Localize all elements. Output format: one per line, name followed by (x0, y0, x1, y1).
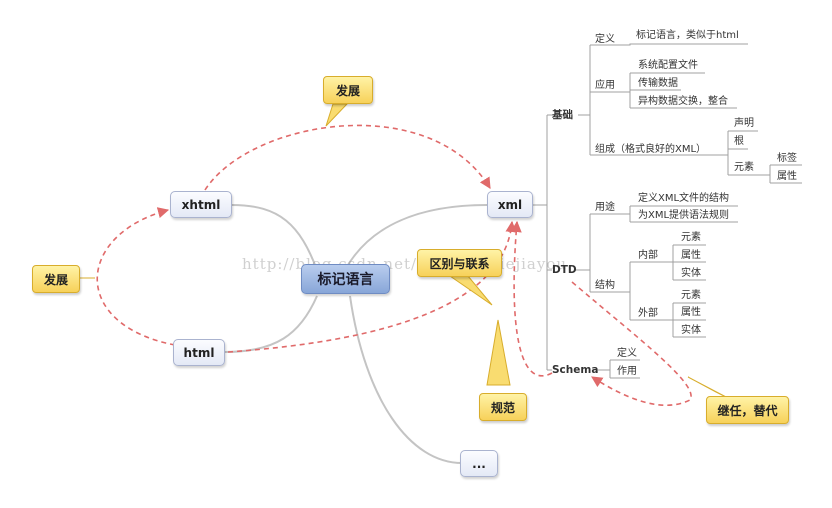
label-external[interactable]: 外部 (638, 308, 658, 319)
more-node[interactable]: ... (460, 450, 498, 477)
callout-inherit[interactable]: 继任，替代 (706, 396, 789, 424)
xhtml-node[interactable]: xhtml (170, 191, 232, 218)
label-element[interactable]: 元素 (734, 162, 754, 173)
callout-develop-left[interactable]: 发展 (32, 265, 80, 293)
label-app-config[interactable]: 系统配置文件 (638, 60, 698, 71)
label-usage-grammar[interactable]: 为XML提供语法规则 (638, 210, 730, 221)
label-usage-structure[interactable]: 定义XML文件的结构 (638, 193, 730, 204)
label-internal-entity[interactable]: 实体 (681, 268, 701, 279)
watermark: http://blog.csdn.net/zhanggaijiejiayou (242, 255, 568, 273)
label-schema-function[interactable]: 作用 (617, 366, 637, 377)
label-tag[interactable]: 标签 (777, 153, 797, 164)
callout-develop-top[interactable]: 发展 (323, 76, 373, 104)
relation-dtd-to-schema (571, 281, 692, 407)
label-application[interactable]: 应用 (595, 80, 615, 91)
label-app-transfer[interactable]: 传输数据 (638, 78, 678, 89)
label-usage[interactable]: 用途 (595, 202, 615, 213)
label-basics[interactable]: 基础 (552, 109, 573, 121)
label-schema-definition[interactable]: 定义 (617, 348, 637, 359)
label-dtd[interactable]: DTD (552, 264, 577, 276)
label-external-entity[interactable]: 实体 (681, 325, 701, 336)
label-internal-element[interactable]: 元素 (681, 232, 701, 243)
label-external-element[interactable]: 元素 (681, 290, 701, 301)
relation-html-to-xml (227, 220, 517, 353)
label-internal[interactable]: 内部 (638, 250, 658, 261)
label-composition[interactable]: 组成（格式良好的XML） (595, 144, 707, 155)
callout-standard[interactable]: 规范 (479, 393, 527, 421)
relation-html-to-xhtml (96, 207, 176, 346)
label-declaration[interactable]: 声明 (734, 118, 754, 129)
label-internal-attribute[interactable]: 属性 (681, 250, 701, 261)
html-node[interactable]: html (173, 339, 225, 366)
label-definition[interactable]: 定义 (595, 34, 615, 45)
callout-diff-relation[interactable]: 区别与联系 (417, 249, 502, 277)
branch-center-more (349, 295, 463, 464)
label-external-attribute[interactable]: 属性 (681, 307, 701, 318)
center-node[interactable]: 标记语言 (301, 264, 390, 294)
xml-node[interactable]: xml (487, 191, 533, 218)
label-root[interactable]: 根 (734, 136, 744, 147)
branch-center-xhtml (231, 204, 318, 271)
relation-xhtml-to-xml (204, 124, 491, 191)
label-schema[interactable]: Schema (552, 364, 599, 376)
label-definition-text[interactable]: 标记语言，类似于html (636, 30, 739, 41)
branch-center-xml (344, 204, 488, 271)
label-app-exchange[interactable]: 异构数据交换，整合 (638, 96, 728, 107)
label-attribute[interactable]: 属性 (777, 171, 797, 182)
label-structure[interactable]: 结构 (595, 280, 615, 291)
relation-schema-to-xml (510, 220, 553, 377)
